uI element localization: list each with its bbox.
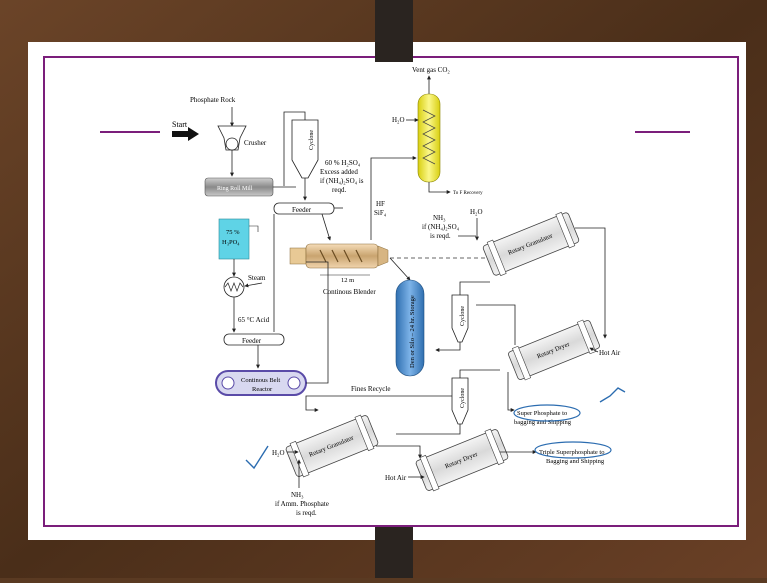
nh3-note-line-2: if (NH₄)₂SO₄: [422, 223, 460, 231]
hot-air-1-label: Hot Air: [599, 349, 621, 357]
fines-recycle-label: Fines Recycle: [351, 385, 390, 393]
feeder-2-label: Feeder: [242, 337, 262, 345]
paper-sheet: [28, 42, 746, 540]
belt-reactor-line-2: Reactor: [252, 386, 273, 393]
sif4-label: SiF₄: [374, 209, 387, 217]
belt-pulley-right: [288, 377, 300, 389]
storage-silo-label: Den or Silo – 24 hr. Storage: [409, 295, 416, 368]
hf-label: HF: [376, 200, 385, 208]
top-clip: [375, 0, 413, 62]
cyclone-1-label: Cyclone: [309, 130, 315, 150]
vent-gas-label: Vent gas CO₂: [412, 66, 450, 74]
acid-temp-label: 65 °C Acid: [238, 316, 270, 324]
acid-note-line-1: 60 % H₂SO₄: [325, 159, 361, 167]
acid-note-line-4: reqd.: [332, 186, 346, 194]
bottom-clip: [375, 527, 413, 578]
scrubber-water-label: H₂O: [392, 116, 405, 124]
cyclone-2-label: Cyclone: [460, 306, 466, 326]
hot-air-2-label: Hot Air: [385, 474, 407, 482]
acid-note-line-2: Excess added: [320, 168, 358, 176]
belt-reactor-line-1: Continous Belt: [241, 377, 280, 384]
triple-super-line-1: Triple Superphosphate to: [539, 449, 604, 456]
acid-note-line-3: if (NH₄)₂SO₄ is: [320, 177, 364, 185]
acid-tank-name: H₃PO₄: [222, 239, 240, 246]
cyclone-3-label: Cyclone: [460, 388, 466, 408]
nh3-note-line-3: is reqd.: [430, 232, 451, 240]
vent-scrubber: [418, 94, 440, 182]
feeder-1-label: Feeder: [292, 206, 312, 214]
acid-tank-pct: 75 %: [226, 229, 240, 236]
blender-length-label: 12 m: [341, 277, 354, 284]
nh3-label: NH₃: [291, 491, 304, 499]
nh3-note-line-1: NH₃: [433, 214, 446, 222]
start-label: Start: [172, 120, 188, 129]
amm-note-line-2: is reqd.: [296, 509, 317, 517]
amm-note-line-1: if Amm. Phosphate: [275, 500, 329, 508]
granulator-1-water-label: H₂O: [470, 208, 483, 216]
steam-label: Steam: [248, 274, 266, 282]
triple-super-line-2: Bagging and Shipping: [546, 458, 605, 465]
super-phosphate-line-1: Super Phosphate to: [517, 410, 567, 417]
steam-heater: [224, 277, 244, 297]
f-recovery-label: To F Recovery: [453, 191, 483, 196]
phosphate-rock-label: Phosphate Rock: [190, 96, 236, 104]
continuous-blender-label: Continous Blender: [323, 288, 376, 296]
granulator-2-water-label: H₂O: [272, 449, 285, 457]
crusher-icon: [226, 138, 238, 150]
crusher-label: Crusher: [244, 139, 267, 147]
belt-pulley-left: [222, 377, 234, 389]
blender-motor: [290, 248, 306, 264]
continuous-blender: [306, 244, 378, 268]
ring-roll-mill-label: Ring Roll Mill: [217, 186, 253, 192]
